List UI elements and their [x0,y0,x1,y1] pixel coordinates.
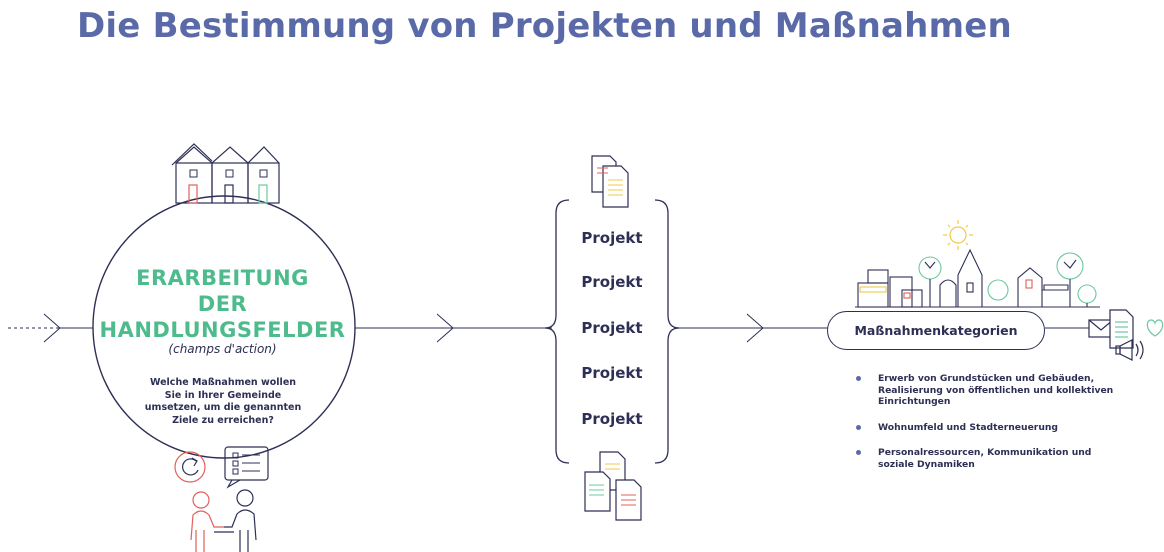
project-label-5: Projekt [581,410,643,428]
heading-line-3: HANDLUNGSFELDER [99,318,346,342]
heading-line-2: DER [197,292,248,316]
documents-icon [584,451,642,521]
heart-icon [1146,319,1164,337]
category-item: Erwerb von Grundstücken und Gebäuden, Re… [856,373,1114,408]
meeting-people-icon [190,489,257,552]
project-label-1: Projekt [581,229,643,247]
arrow-head-2 [436,313,454,343]
circle-question: Welche Maßnahmen wollen Sie in Ihrer Gem… [128,377,318,427]
project-label-3: Projekt [581,319,643,337]
circle-heading: ERARBEITUNG DER HANDLUNGSFELDER [90,265,355,343]
handlungsfelder-circle [92,195,356,459]
megaphone-icon [1115,339,1144,361]
mail-icon [1088,319,1114,338]
left-brace [544,199,570,464]
project-label-2: Projekt [581,273,643,291]
question-line-3: umsetzen, um die genannten [144,402,302,413]
page-title: Die Bestimmung von Projekten und Maßnahm… [77,6,1012,46]
circle-subtitle: (champs d'action) [168,342,277,356]
question-line-4: Ziele zu erreichen? [172,414,274,426]
refresh-icon [174,451,206,483]
arrow-head-3 [746,313,764,343]
heading-line-1: ERARBEITUNG [136,266,309,290]
documents-icon [591,155,629,208]
categories-pill: Maßnahmenkategorien [827,311,1045,350]
category-item: Personalressourcen, Kommunikation und so… [856,447,1114,470]
document-icon [1109,309,1134,349]
houses-icon [171,143,280,204]
checklist-icon [224,446,269,489]
project-label-4: Projekt [581,364,643,382]
question-line-1: Welche Maßnahmen wollen [149,377,297,388]
category-item: Wohnumfeld und Stadterneuerung [856,422,1114,434]
category-list: Erwerb von Grundstücken und Gebäuden, Re… [856,373,1114,484]
town-skyline-icon [855,248,1100,308]
sun-icon [943,220,973,250]
categories-label: Maßnahmenkategorien [854,323,1018,338]
question-line-2: Sie in Ihrer Gemeinde [164,389,282,401]
